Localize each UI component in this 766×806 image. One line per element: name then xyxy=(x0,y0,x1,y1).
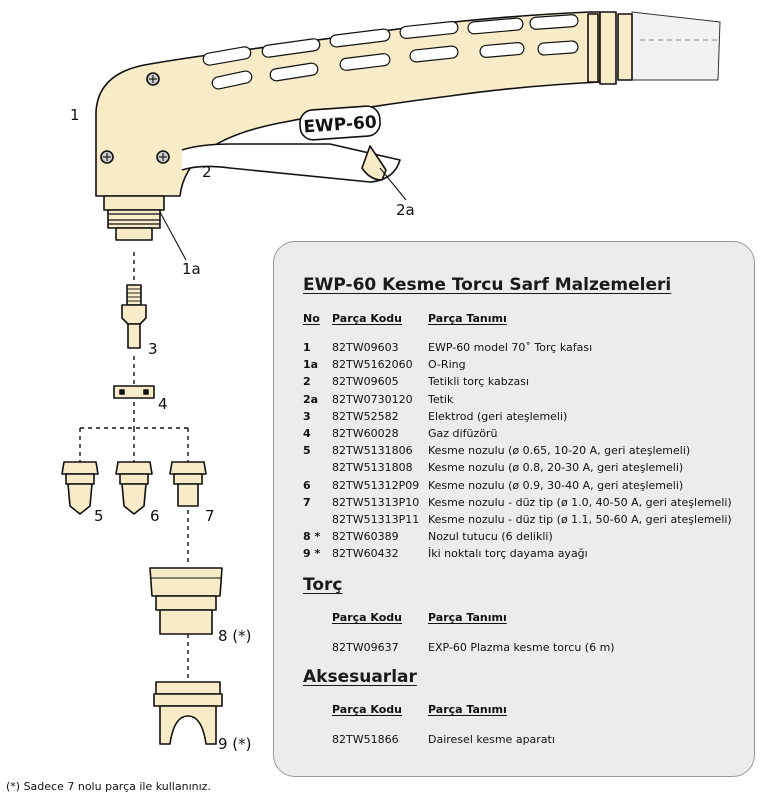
table-row-code: 82TW09603 xyxy=(332,341,399,354)
footnote: (*) Sadece 7 nolu parça ile kullanınız. xyxy=(6,780,211,793)
table-row-desc: EWP-60 model 70˚ Torç kafası xyxy=(428,341,593,354)
standoff-guide xyxy=(153,681,223,745)
callout-9: 9 (*) xyxy=(218,735,252,753)
table-row-desc: Kesme nozulu - düz tip (ø 1.0, 40-50 A, … xyxy=(428,495,732,509)
electrode xyxy=(121,284,147,349)
callout-6: 6 xyxy=(150,507,160,525)
table-row-code: 82TW60432 xyxy=(332,547,399,561)
col-head-no: No xyxy=(303,312,320,325)
callout-7: 7 xyxy=(205,507,215,525)
table-row-code: 82TW0730120 xyxy=(332,392,413,406)
table-row-no: 7 xyxy=(303,495,311,509)
model-label: EWP-60 xyxy=(299,105,381,141)
assembly-axis xyxy=(79,252,189,680)
table-row-no: 9 * xyxy=(303,547,321,561)
acc-row-code: 82TW51866 xyxy=(332,733,399,746)
table-row-code: 82TW51313P11 xyxy=(332,513,420,526)
torch-cable xyxy=(631,11,721,81)
table-row-code: 82TW09605 xyxy=(332,375,399,389)
table-row-no: 6 xyxy=(303,478,311,492)
acc-row-desc: Dairesel kesme aparatı xyxy=(428,733,555,746)
o-ring xyxy=(108,213,160,225)
nozzle-6 xyxy=(115,461,153,515)
head-nut xyxy=(103,195,165,241)
table-row-code: 82TW52582 xyxy=(332,409,399,423)
grip-slots xyxy=(202,14,579,90)
table-row-no: 2 xyxy=(303,375,311,389)
parts-list-panel: EWP-60 Kesme Torcu Sarf Malzemeleri No P… xyxy=(273,241,755,777)
nozzle-5 xyxy=(61,461,99,515)
callout-4: 4 xyxy=(158,395,168,413)
callout-2a: 2a xyxy=(396,201,415,219)
acc-col-head-code: Parça Kodu xyxy=(332,703,402,716)
torch-row-desc: EXP-60 Plazma kesme torcu (6 m) xyxy=(428,641,615,654)
accessories-title: Aksesuarlar xyxy=(303,667,417,687)
table-row-code: 82TW60028 xyxy=(332,427,399,440)
table-row-no: 1a xyxy=(303,358,319,372)
table-row-desc: Gaz difüzörü xyxy=(428,427,498,440)
table-row-desc: Elektrod (geri ateşlemeli) xyxy=(428,409,568,423)
table-row-code: 82TW51312P09 xyxy=(332,478,420,492)
callout-5: 5 xyxy=(94,507,104,525)
table-row-desc: O-Ring xyxy=(428,358,466,372)
table-row-no: 8 * xyxy=(303,530,321,544)
table-row-code: 82TW5131808 xyxy=(332,461,413,475)
table-row-code: 82TW5131806 xyxy=(332,444,413,458)
table-row-desc: Nozul tutucu (6 delikli) xyxy=(428,530,553,544)
table-row-no: 1 xyxy=(303,341,311,354)
torch-col-head-code: Parça Kodu xyxy=(332,611,402,624)
handle-collar xyxy=(587,11,633,85)
table-row-desc: Kesme nozulu (ø 0.8, 20-30 A, geri ateşl… xyxy=(428,461,684,475)
trigger-guard xyxy=(181,143,401,183)
callout-8: 8 (*) xyxy=(218,627,252,645)
callout-1a: 1a xyxy=(182,260,201,278)
acc-col-head-desc: Parça Tanımı xyxy=(428,703,507,716)
table-row-code: 82TW51313P10 xyxy=(332,495,420,509)
table-row-desc: Tetikli torç kabzası xyxy=(428,375,530,389)
table-row-desc: Kesme nozulu (ø 0.65, 10-20 A, geri ateş… xyxy=(428,444,691,458)
gas-diffuser xyxy=(113,385,155,399)
callout-1: 1 xyxy=(70,106,80,124)
col-head-code: Parça Kodu xyxy=(332,312,402,325)
table-row-code: 82TW5162060 xyxy=(332,358,413,372)
torch-row-code: 82TW09637 xyxy=(332,641,399,654)
torch-col-head-desc: Parça Tanımı xyxy=(428,611,507,624)
consumables-title: EWP-60 Kesme Torcu Sarf Malzemeleri xyxy=(303,275,672,295)
table-row-no: 5 xyxy=(303,444,311,458)
table-row-desc: Tetik xyxy=(428,392,454,406)
callout-2: 2 xyxy=(202,163,212,181)
nozzle-7 xyxy=(169,461,207,507)
callout-3: 3 xyxy=(148,340,158,358)
table-row-no: 2a xyxy=(303,392,319,406)
col-head-desc: Parça Tanımı xyxy=(428,312,507,325)
torch-section-title: Torç xyxy=(303,575,343,595)
nozzle-holder xyxy=(149,567,223,635)
trigger xyxy=(361,145,387,181)
table-row-desc: Kesme nozulu (ø 0.9, 30-40 A, geri ateşl… xyxy=(428,478,684,492)
table-row-no: 4 xyxy=(303,427,311,440)
table-row-desc: Kesme nozulu - düz tip (ø 1.1, 50-60 A, … xyxy=(428,513,732,526)
table-row-code: 82TW60389 xyxy=(332,530,399,544)
table-row-no: 3 xyxy=(303,409,311,423)
table-row-desc: İki noktalı torç dayama ayağı xyxy=(428,547,588,561)
